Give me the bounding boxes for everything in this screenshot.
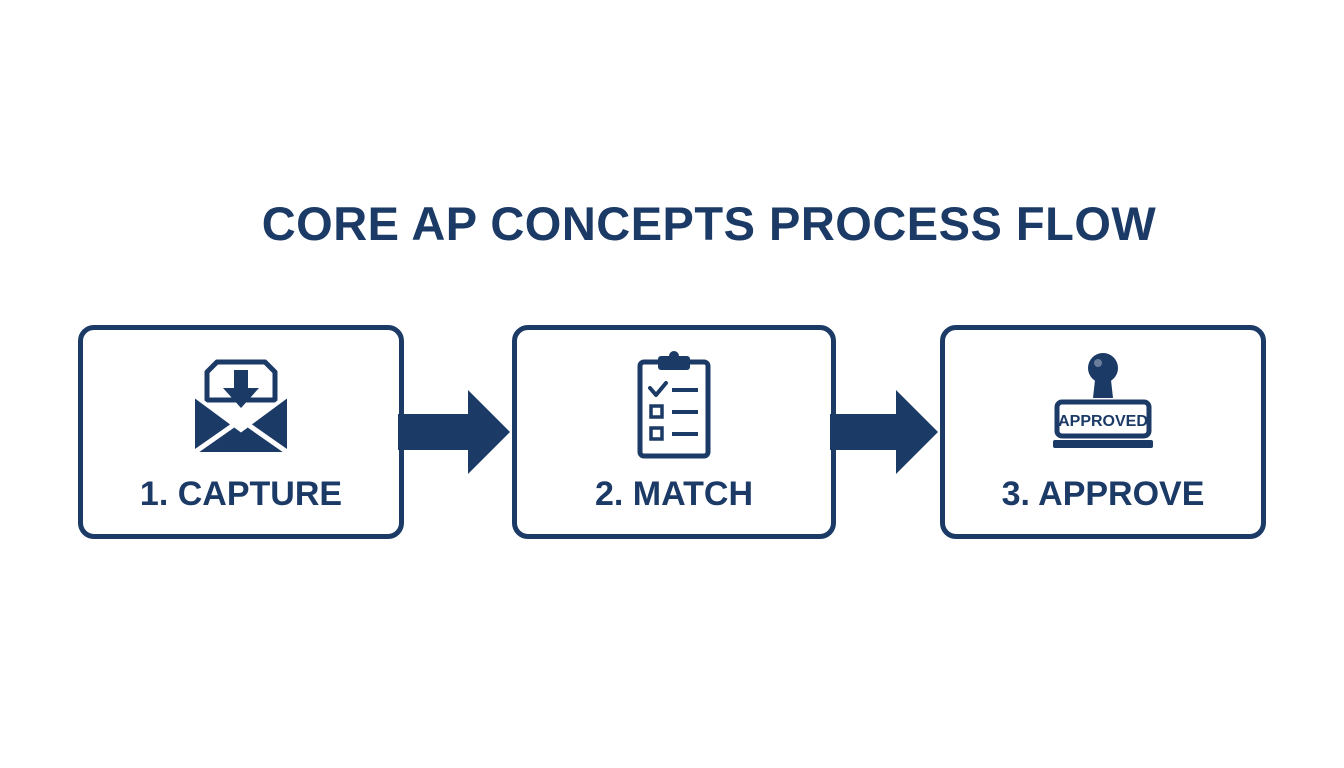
arrow-right-icon [398,390,510,474]
arrow-right-icon [830,390,942,474]
envelope-download-icon [181,350,301,460]
step-label: 1. CAPTURE [139,475,343,513]
step-approve: APPROVED 3. APPROVE [940,325,1266,539]
step-label: 2. MATCH [594,475,754,513]
clipboard-checklist-icon [614,350,734,460]
step-capture: 1. CAPTURE [78,325,404,539]
stamp-text: APPROVED [1058,413,1148,430]
step-match: 2. MATCH [512,325,836,539]
step-label: 3. APPROVE [1001,475,1205,513]
diagram-title: CORE AP CONCEPTS PROCESS FLOW [261,197,1157,250]
approved-stamp-icon: APPROVED [1043,350,1163,460]
